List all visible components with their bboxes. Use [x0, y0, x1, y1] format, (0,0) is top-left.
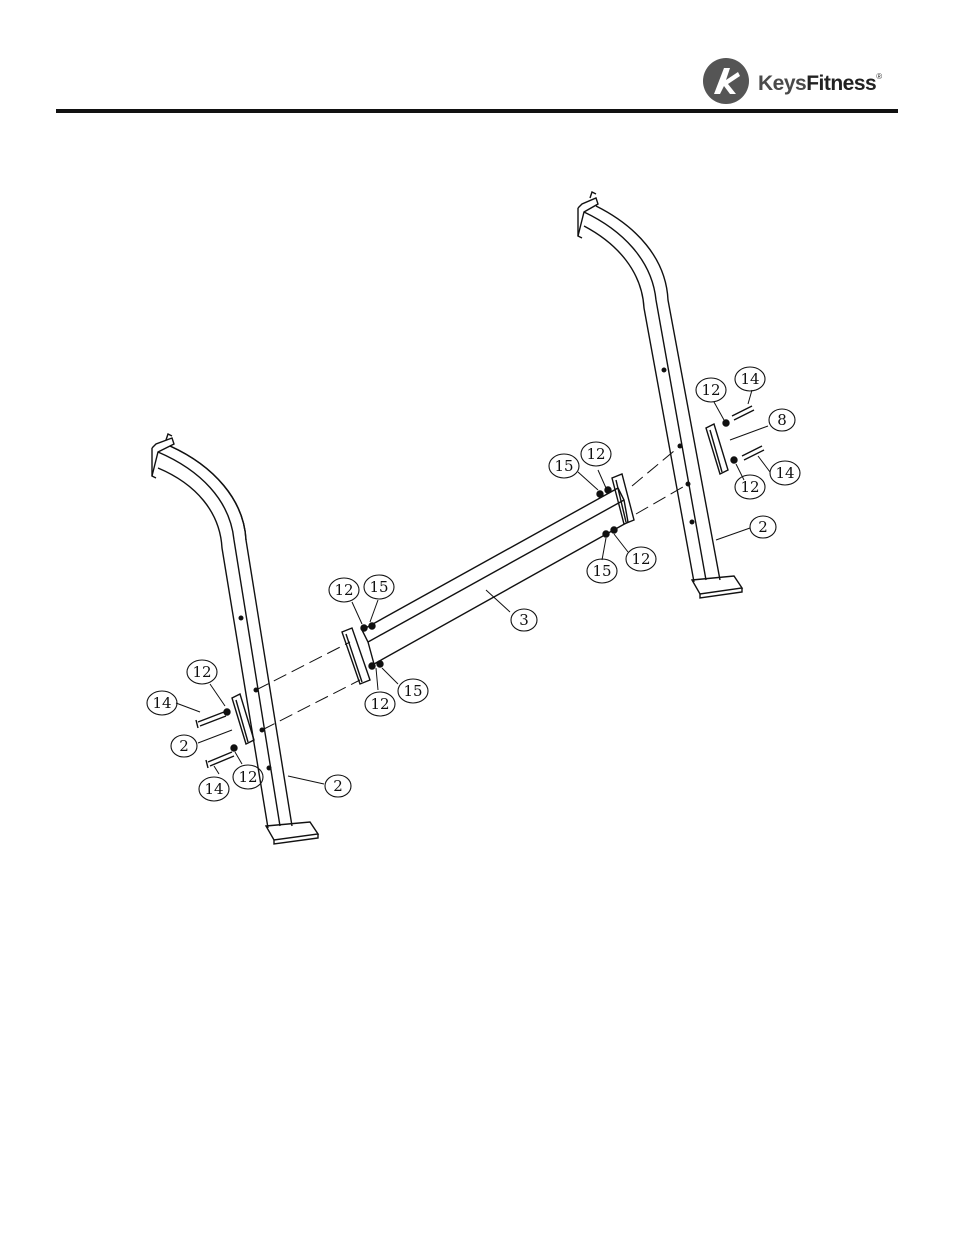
alignment-lines — [256, 446, 688, 730]
left-hardware — [196, 709, 237, 768]
callout-8-right: 8 — [769, 409, 795, 431]
callout-14-left-top: 14 — [147, 691, 177, 715]
callout-2-left-plate: 2 — [171, 735, 197, 757]
callout-2-right-leg: 2 — [750, 516, 776, 538]
svg-text:12: 12 — [740, 478, 759, 496]
svg-text:12: 12 — [370, 695, 389, 713]
callout-12-right-bottom: 12 — [735, 475, 765, 499]
svg-text:15: 15 — [592, 562, 611, 580]
svg-text:12: 12 — [238, 768, 257, 786]
callout-12-left-top: 12 — [187, 660, 217, 684]
svg-text:12: 12 — [631, 550, 650, 568]
svg-text:8: 8 — [777, 411, 787, 429]
svg-text:14: 14 — [775, 464, 794, 482]
svg-text:15: 15 — [403, 682, 422, 700]
callout-12-right-end-bottom: 12 — [626, 547, 656, 571]
leader-lines — [176, 390, 770, 784]
svg-text:12: 12 — [701, 381, 720, 399]
callout-14-right-bottom: 14 — [770, 461, 800, 485]
svg-text:14: 14 — [152, 694, 171, 712]
svg-text:15: 15 — [369, 578, 388, 596]
svg-text:12: 12 — [334, 581, 353, 599]
callout-12-mid-left-top: 12 — [329, 578, 359, 602]
callout-12-right-end-top: 12 — [581, 442, 611, 466]
svg-text:12: 12 — [192, 663, 211, 681]
svg-text:14: 14 — [204, 780, 223, 798]
callout-15-mid-left-top: 15 — [364, 575, 394, 599]
callout-2-left-leg: 2 — [325, 775, 351, 797]
callout-15-mid-left-bottom: 15 — [398, 679, 428, 703]
svg-text:2: 2 — [333, 777, 343, 795]
svg-text:2: 2 — [758, 518, 768, 536]
svg-text:2: 2 — [179, 737, 189, 755]
callout-14-left-bottom: 14 — [199, 777, 229, 801]
callout-12-right-top: 12 — [696, 378, 726, 402]
svg-text:3: 3 — [519, 611, 529, 629]
callout-14-right-top: 14 — [735, 367, 765, 391]
callout-12-mid-left-bottom: 12 — [365, 692, 395, 716]
svg-text:15: 15 — [554, 457, 573, 475]
callout-15-right-end-bottom: 15 — [587, 559, 617, 583]
svg-text:12: 12 — [586, 445, 605, 463]
callout-3-crossbar: 3 — [511, 609, 537, 631]
callout-12-left-bottom: 12 — [233, 765, 263, 789]
svg-text:14: 14 — [740, 370, 759, 388]
callout-15-right-end-top: 15 — [549, 454, 579, 478]
